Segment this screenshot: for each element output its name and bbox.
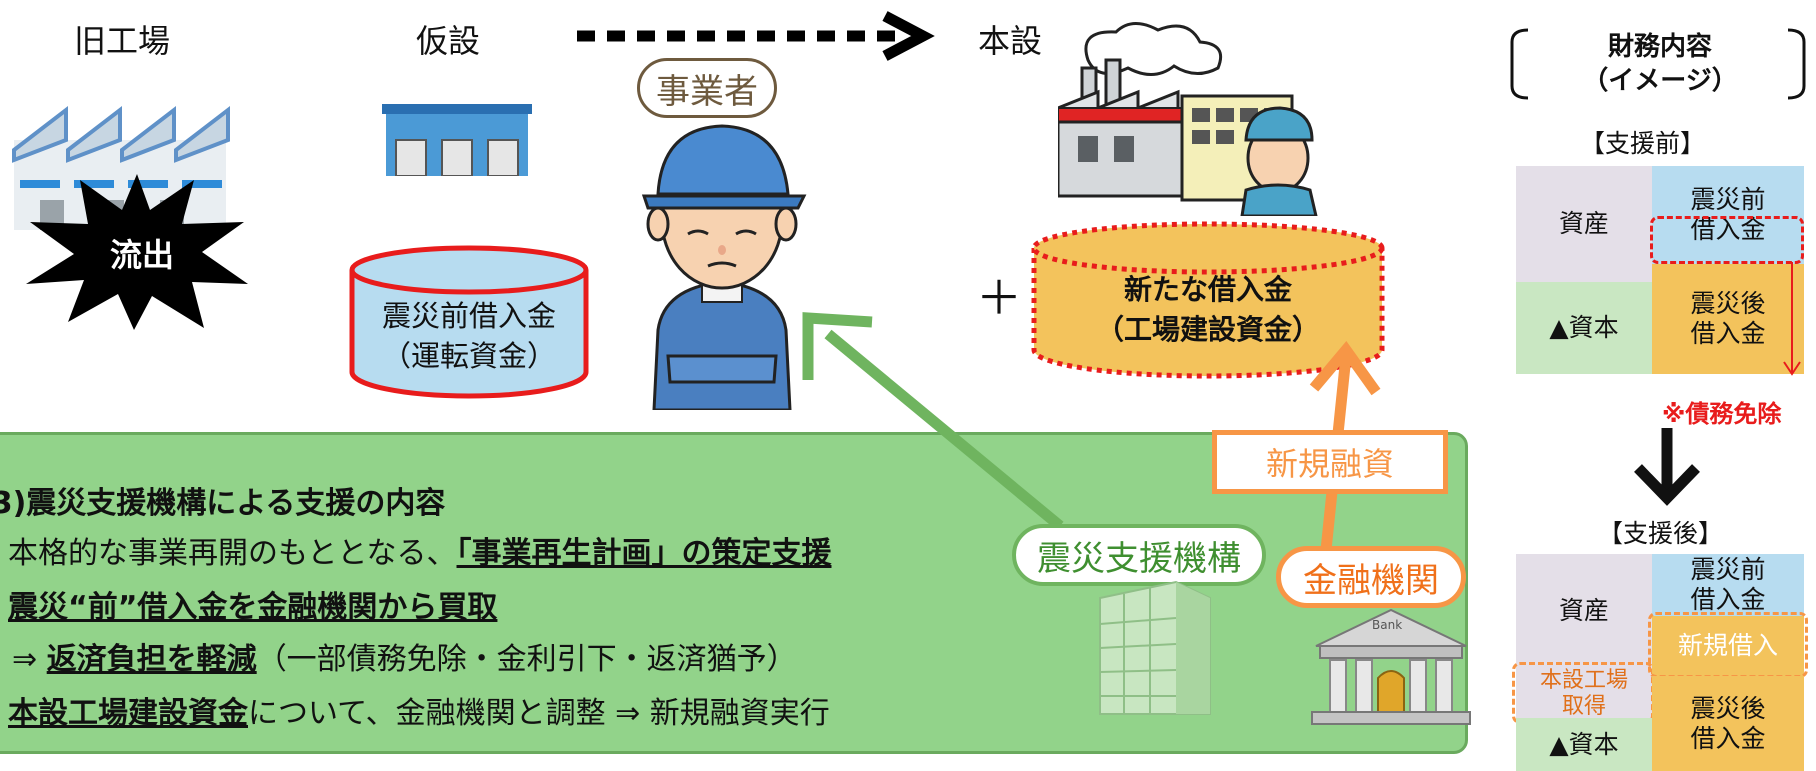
after-post-loan: 震災後借入金 [1652,676,1804,771]
worried-worker-icon [641,124,807,410]
before-post-loan: 震災後借入金 [1652,264,1804,374]
before-pre-loan: 震災前借入金 [1652,166,1804,264]
finance-title: 財務内容 [1607,32,1712,62]
plus-sign: ＋ [976,271,1022,325]
pre-loan-line1: 震災前借入金 [381,299,556,333]
new-borrowing-highlight [1648,612,1808,678]
pre-disaster-loan-cylinder [349,245,589,399]
after-support-label: 【支援後】 [1598,519,1724,548]
temporary-building-icon [382,104,532,176]
financial-institution-label: 金融機関 [1276,546,1466,608]
before-capital: ▲資本 [1516,282,1652,374]
business-owner-label: 事業者 [637,58,777,118]
outflow-burst-icon [26,174,248,330]
bank-sign: Bank [1372,618,1403,632]
panel-line-2: ・震災“前”借入金を金融機関から買取 [0,590,498,625]
after-new-borrowing: 新規借入 [1652,616,1804,676]
bank-icon [1311,608,1471,725]
office-building-icon [1099,580,1211,715]
support-arrow [802,312,1064,531]
factory-acquisition-highlight [1512,662,1654,724]
panel-line-3: ⇒ 返済負担を軽減（一部債務免除・金利引下・返済猶予） [12,642,797,677]
pre-loan-line2: （運転資金） [381,339,556,373]
outflow-label: 流出 [109,236,174,274]
new-factory-icon [1058,22,1318,216]
factory-acquisition: 本設工場取得 [1516,668,1652,719]
new-loan-line2: （工場建設資金） [1095,313,1320,346]
debt-waiver-note: ※債務免除 [1662,400,1782,428]
support-org-label: 震災支援機構 [1012,524,1266,586]
after-assets: 資産 [1516,554,1652,668]
new-loan-line1: 新たな借入金 [1123,273,1292,306]
waiver-arrow [1783,262,1801,376]
progress-arrow [577,11,935,61]
waiver-highlight [1650,216,1804,264]
main-label: 本設 [978,22,1043,60]
down-arrow [1634,428,1700,506]
before-assets: 資産 [1516,166,1652,282]
old-factory-label: 旧工場 [74,22,171,60]
title-brackets [1510,28,1806,100]
panel-title: (3)震災支援機構による支援の内容 [0,486,446,521]
finance-subtitle: （イメージ） [1582,66,1738,96]
panel-line-4: ・本設工場建設資金について、金融機関と調整 ⇒ 新規融資実行 [0,696,830,731]
before-support-label: 【支援前】 [1580,129,1706,158]
after-pre-loan: 震災前借入金 [1652,554,1804,616]
new-financing-label: 新規融資 [1212,430,1448,494]
panel-line-1: ・本格的な事業再開のもととなる、「事業再生計画」の策定支援 [0,536,832,571]
new-loan-cylinder [1031,221,1385,379]
support-content-text: (3)震災支援機構による支援の内容 ・本格的な事業再開のもととなる、「事業再生計… [0,478,1078,738]
temporary-label: 仮設 [416,22,481,60]
after-capital: ▲資本 [1516,718,1652,771]
